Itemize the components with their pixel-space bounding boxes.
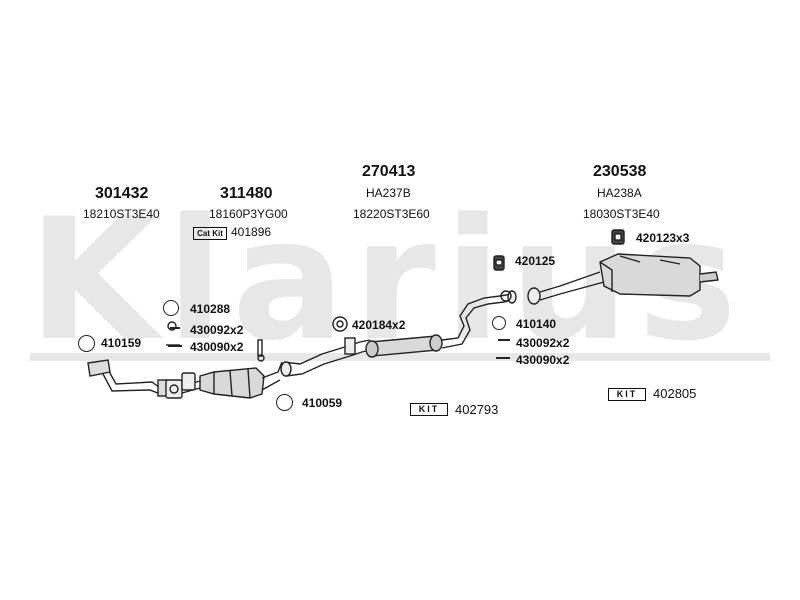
group-270413-ref: HA237B [366, 186, 411, 200]
group-301432-code: 18210ST3E40 [83, 207, 160, 221]
intermediate-pipe-icon [280, 337, 371, 377]
catkit-badge: Cat Kit [193, 227, 227, 240]
kit-number-402805: 402805 [653, 386, 697, 401]
part-410059: 410059 [302, 396, 343, 410]
group-230538-code: 18030ST3E40 [583, 207, 660, 221]
catalytic-converter-icon [199, 339, 283, 399]
ring-410288-icon [163, 300, 179, 316]
part-420125: 420125 [515, 254, 556, 268]
hanger-ring-icon [332, 316, 348, 332]
group-230538-number: 230538 [593, 163, 647, 180]
part-430092-left: 430092x2 [190, 323, 244, 337]
ring-410140-icon [492, 316, 506, 330]
centre-silencer-icon [365, 334, 443, 358]
flange-icon [165, 372, 201, 399]
part-420123: 420123x3 [636, 231, 690, 245]
kit-badge-402805: KIT [608, 388, 646, 401]
rear-silencer-icon [559, 253, 719, 297]
front-pipe-icon [87, 359, 169, 397]
kit-number-402793: 402793 [455, 402, 499, 417]
group-270413-number: 270413 [362, 163, 416, 180]
group-311480-number: 311480 [220, 185, 273, 202]
part-410288: 410288 [190, 302, 231, 316]
bolt-spring-icon [168, 290, 512, 359]
rubber-hanger-icon [493, 229, 625, 271]
group-311480-code: 18160P3YG00 [209, 207, 288, 221]
ring-410059-icon [276, 394, 293, 411]
catkit-number: 401896 [231, 225, 272, 239]
kit-badge-402793: KIT [410, 403, 448, 416]
part-410140: 410140 [516, 317, 557, 331]
watermark-underline [30, 353, 770, 361]
group-230538-ref: HA238A [597, 186, 642, 200]
part-420184: 420184x2 [352, 318, 406, 332]
group-301432-number: 301432 [95, 185, 149, 202]
part-430092-right: 430092x2 [516, 336, 570, 350]
part-430090-right: 430090x2 [516, 353, 570, 367]
rear-pipe-icon [441, 290, 517, 349]
part-430090-left: 430090x2 [190, 340, 244, 354]
part-410159: 410159 [101, 336, 142, 350]
ring-410159-icon [78, 335, 95, 352]
rear-clamp-icon [527, 285, 561, 305]
clamp-ring-icon [167, 321, 177, 331]
group-270413-code: 18220ST3E60 [353, 207, 430, 221]
